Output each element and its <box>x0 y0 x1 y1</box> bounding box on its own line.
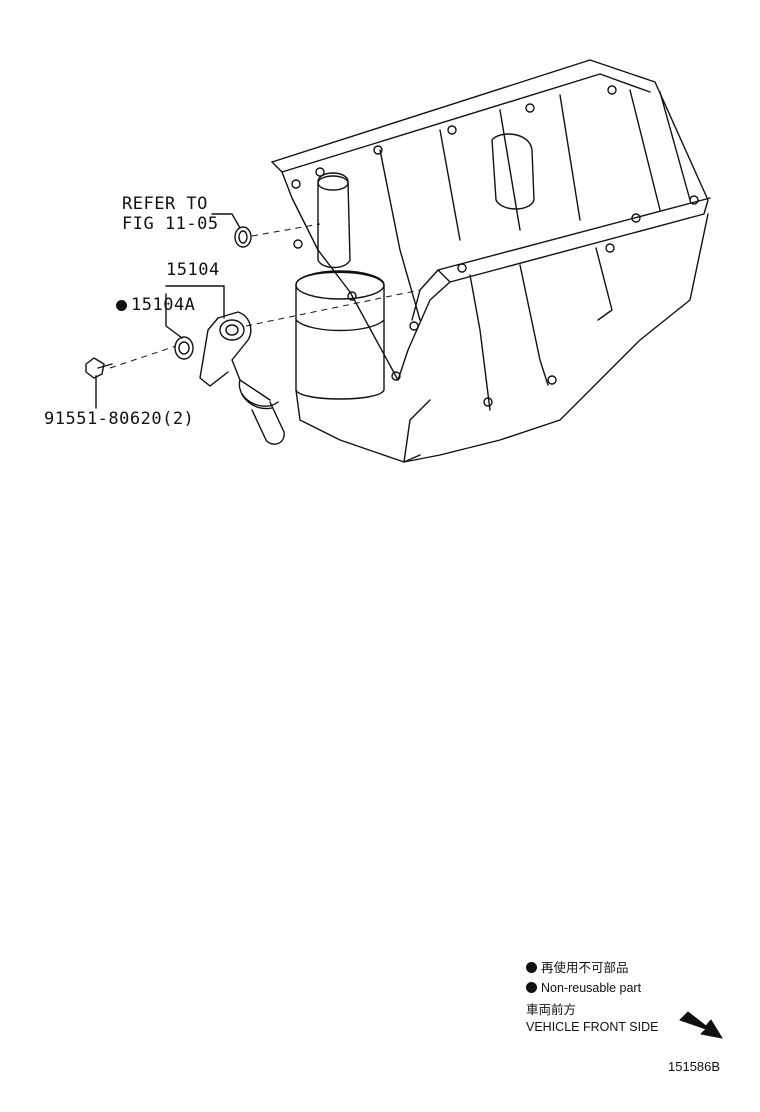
dash-bolt-line <box>109 345 177 369</box>
strainer-gasket <box>174 336 194 360</box>
non-reusable-marker-icon <box>526 982 537 993</box>
legend-non-reusable-en: Non-reusable part <box>526 982 641 995</box>
legend-non-reusable-jp: 再使用不可部品 <box>526 962 629 975</box>
leader-15104a <box>165 293 183 339</box>
block-front-flange <box>349 281 451 381</box>
refer-fig-label: FIG 11-05 <box>122 214 219 234</box>
refer-to-label: REFER TO <box>122 194 208 214</box>
non-reusable-marker-icon <box>116 300 127 311</box>
dash-strainer-line <box>245 289 421 327</box>
leader-refer <box>211 213 241 229</box>
legend-front-en: VEHICLE FRONT SIDE <box>526 1020 659 1034</box>
referenced-o-ring <box>234 226 252 248</box>
part-number-15104a: 15104A <box>131 295 196 315</box>
oil-strainer <box>199 311 285 445</box>
part-number-15104a-wrap: 15104A <box>116 297 195 314</box>
legend-front-jp: 車両前方 <box>526 1003 577 1017</box>
block-right-side <box>403 213 709 463</box>
block-top-flange <box>271 59 711 283</box>
front-arrow-icon <box>679 1011 723 1039</box>
dash-o-ring-line <box>251 223 321 237</box>
part-number-bolt: 91551-80620(2) <box>44 409 195 429</box>
illustration-code: 151586B <box>668 1059 721 1074</box>
leader-15104 <box>165 285 225 319</box>
part-number-15104: 15104 <box>166 260 220 280</box>
non-reusable-marker-icon <box>526 962 537 973</box>
flange-bolt <box>85 357 113 379</box>
filter-boss <box>295 271 385 400</box>
